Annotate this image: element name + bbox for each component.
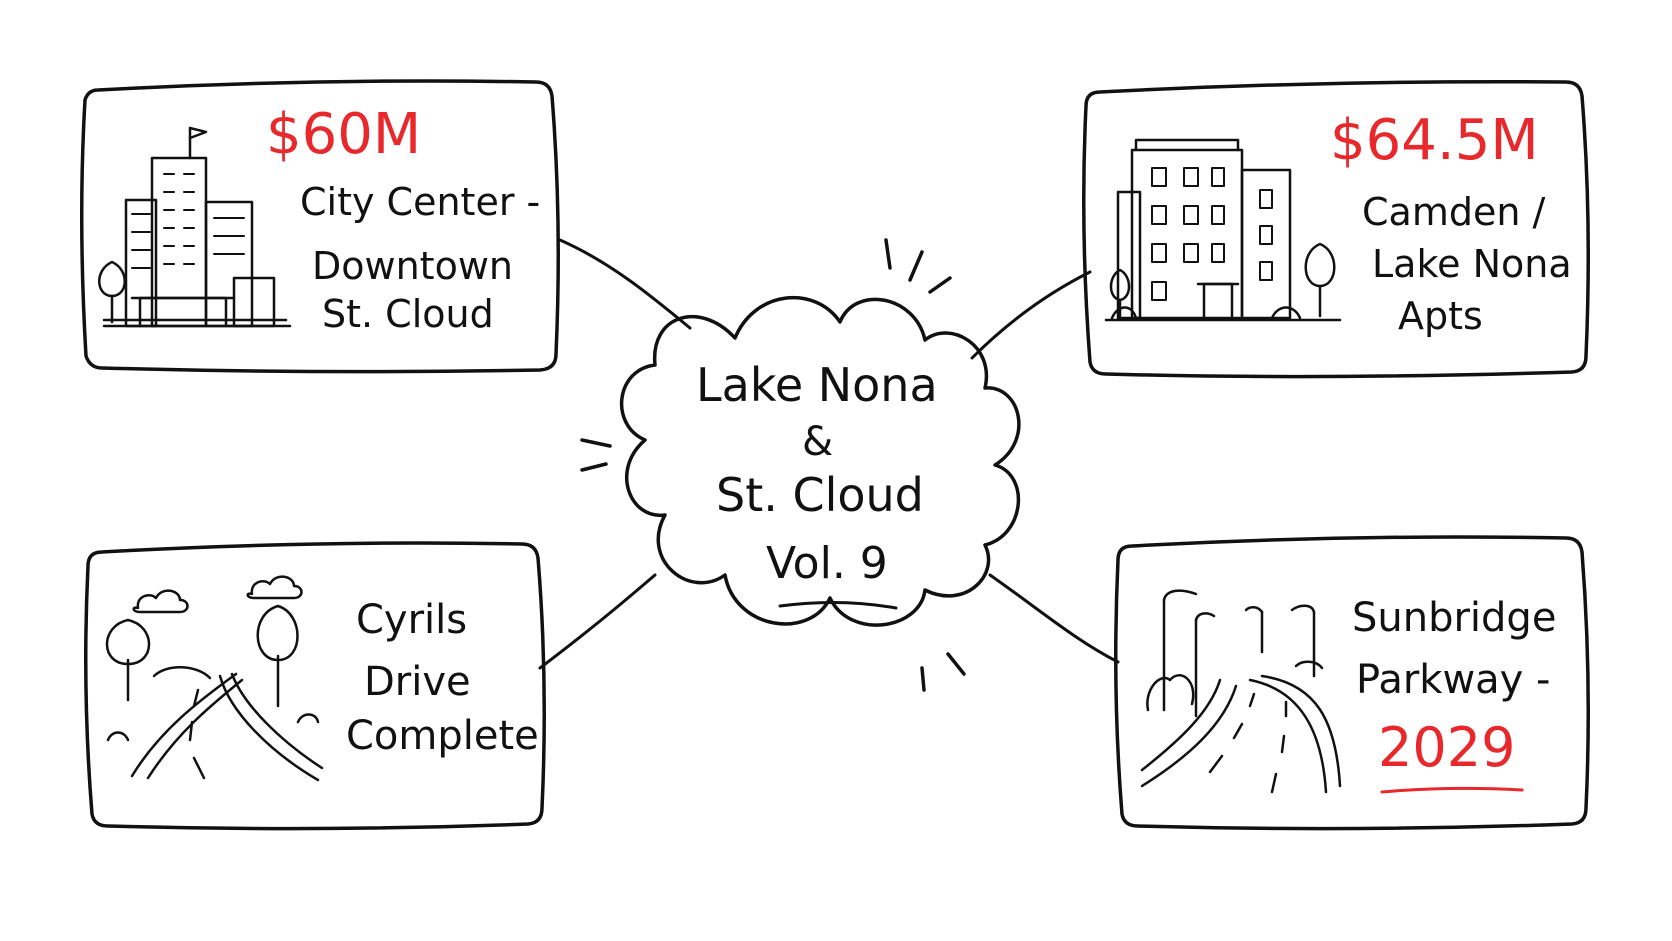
connector-bottom-right bbox=[988, 573, 1120, 664]
cyrils-line-2: Drive bbox=[364, 659, 471, 705]
city-center-line-1: City Center - bbox=[300, 180, 541, 224]
connector-top-right bbox=[970, 270, 1092, 360]
country-road-icon bbox=[105, 575, 324, 782]
card-city-center-frame bbox=[79, 79, 560, 374]
cyrils-line-3: Complete bbox=[346, 713, 539, 759]
sunbridge-line-2: Parkway - bbox=[1356, 657, 1551, 703]
center-title-line-1: Lake Nona bbox=[696, 358, 938, 412]
year-underline bbox=[1380, 786, 1524, 794]
card-camden-frame bbox=[1082, 79, 1590, 379]
cyrils-line-1: Cyrils bbox=[356, 597, 468, 643]
emphasis-marks bbox=[580, 238, 966, 692]
city-center-amount: $60M bbox=[266, 102, 422, 167]
central-cloud bbox=[619, 295, 1021, 627]
office-towers-icon bbox=[98, 126, 292, 328]
camden-line-2: Lake Nona bbox=[1372, 242, 1572, 286]
connector-bottom-left bbox=[538, 573, 657, 670]
card-cyrils-frame bbox=[84, 541, 546, 831]
camden-line-1: Camden / bbox=[1362, 190, 1546, 234]
apartment-building-icon bbox=[1104, 138, 1342, 322]
center-title-line-3: St. Cloud bbox=[716, 468, 924, 522]
sunbridge-line-1: Sunbridge bbox=[1352, 595, 1557, 641]
camden-line-3: Apts bbox=[1398, 294, 1483, 338]
vol-underline bbox=[778, 600, 898, 610]
city-center-line-3: St. Cloud bbox=[322, 292, 494, 336]
camden-amount: $64.5M bbox=[1330, 108, 1539, 173]
card-sunbridge-frame bbox=[1114, 535, 1590, 831]
center-title-line-2: & bbox=[802, 419, 834, 465]
city-center-line-2: Downtown bbox=[312, 244, 513, 288]
parkway-streetlights-icon bbox=[1140, 589, 1342, 794]
connector-top-left bbox=[558, 238, 692, 330]
sunbridge-year: 2029 bbox=[1378, 716, 1516, 779]
center-title-line-4: Vol. 9 bbox=[766, 538, 888, 589]
